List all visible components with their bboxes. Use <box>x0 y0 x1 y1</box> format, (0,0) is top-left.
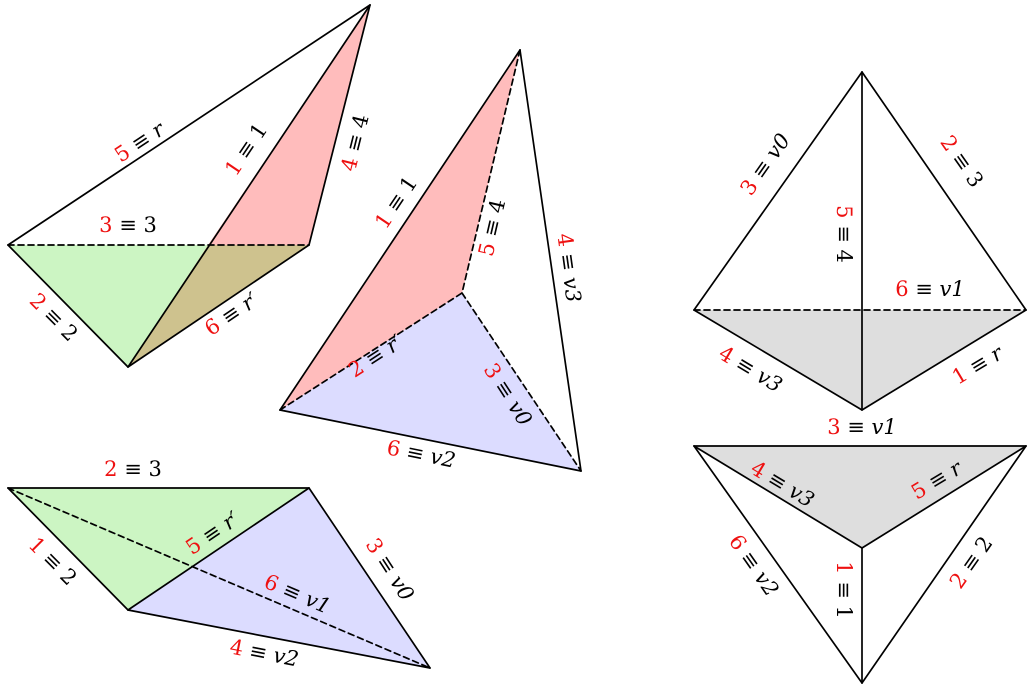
edge-label-6: 6 ≡ v1 <box>895 277 965 301</box>
face-gray <box>694 446 1026 548</box>
edge-5 <box>461 49 521 294</box>
edge-label-5: 5 ≡ r <box>110 116 170 167</box>
edge-label-6: 6 ≡ v2 <box>385 435 458 472</box>
edge-3 <box>461 292 582 472</box>
edge-3 <box>308 487 431 669</box>
face-gray <box>694 310 1026 410</box>
edge-2 <box>7 244 129 368</box>
edge-4 <box>127 609 431 669</box>
edge-6 <box>693 445 863 684</box>
face-blue <box>280 293 581 471</box>
figure-right-bottom: 4 ≡ v3 5 ≡ r 6 ≡ v2 1 ≡ 1 2 ≡ 2 <box>693 445 1027 684</box>
edge-6 <box>7 487 431 669</box>
edge-5 <box>861 445 1027 549</box>
edge-5 <box>7 4 371 246</box>
edge-1 <box>7 487 129 611</box>
face-green <box>8 488 309 610</box>
edge-1 <box>861 309 1027 411</box>
edge-4 <box>519 49 582 472</box>
edge-1 <box>127 4 371 368</box>
edge-label-3: 3 ≡ v0 <box>735 129 795 200</box>
vertex-label: 3 ≡ v1 <box>827 415 897 439</box>
edge-label-5: 5 ≡ 4 <box>473 197 509 259</box>
edge-label-4: 4 ≡ v3 <box>553 232 586 304</box>
edge-label-4: 4 ≡ 4 <box>336 112 373 174</box>
edge-label-3: 3 ≡ 3 <box>99 213 157 237</box>
edge-label-6: 6 ≡ v2 <box>724 530 784 601</box>
edge-label-4: 4 ≡ v2 <box>228 634 301 671</box>
face-green <box>8 245 208 367</box>
edge-label-2: 2 ≡ 2 <box>944 532 997 593</box>
edge-label-1: 1 ≡ 1 <box>220 119 272 180</box>
edge-label-1: 1 ≡ 1 <box>833 561 857 619</box>
edge-6 <box>127 244 310 368</box>
edge-2 <box>861 445 1027 684</box>
edge-1 <box>279 49 521 411</box>
edge-4 <box>308 4 371 246</box>
figure-right-top: 3 ≡ v0 2 ≡ 3 5 ≡ 4 6 ≡ v1 4 ≡ v3 1 ≡ r 3… <box>693 71 1027 439</box>
edge-label-2: 2 ≡ 3 <box>936 131 989 192</box>
edge-label-5: 5 ≡ 4 <box>833 205 857 263</box>
edge-3 <box>693 71 863 311</box>
edge-6 <box>279 409 582 472</box>
figure-top-middle: 1 ≡ 1 5 ≡ 4 4 ≡ v3 2 ≡ r′ 3 ≡ v0 6 ≡ v2 <box>279 49 586 472</box>
edge-4 <box>693 445 863 549</box>
figure-bottom-left: 2 ≡ 3 1 ≡ 2 5 ≡ r′ 3 ≡ v0 6 ≡ v1 4 ≡ v2 <box>7 457 431 671</box>
edge-2 <box>279 292 463 411</box>
edge-5 <box>127 487 310 611</box>
edge-2 <box>861 71 1027 311</box>
figure-top-left: 5 ≡ r 1 ≡ 1 4 ≡ 4 3 ≡ 3 2 ≡ 2 6 ≡ r′ <box>7 4 373 368</box>
edge-label-2: 2 ≡ 3 <box>104 457 162 481</box>
face-blue <box>128 488 430 668</box>
edge-4 <box>693 309 863 411</box>
